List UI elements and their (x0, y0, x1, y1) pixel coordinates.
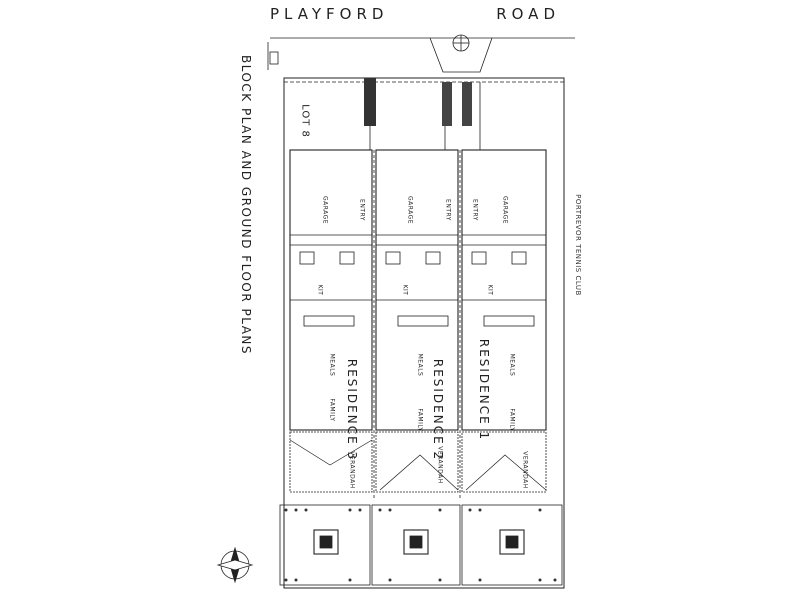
room-kit-1: KIT (486, 284, 494, 296)
room-kit-3: KIT (316, 284, 324, 296)
room-verandah-1: VERANDAH (521, 451, 529, 489)
room-kit-2: KIT (401, 284, 409, 296)
site-boundary (283, 77, 565, 589)
crossover-hatch (364, 78, 376, 126)
residence-2-outline (375, 149, 459, 431)
crossover-hatch (442, 82, 452, 126)
meter-box (269, 51, 279, 65)
room-verandah-2: VERANDAH (436, 446, 444, 484)
room-meals-1: MEALS (508, 353, 516, 377)
residence-1-outline (461, 149, 547, 431)
road-name-word: PLAYFORD (270, 5, 389, 23)
lot-label: LOT 8 (299, 104, 311, 138)
room-garage-2: GARAGE (406, 195, 414, 225)
room-meals-2: MEALS (416, 353, 424, 377)
crossover-hatch (462, 82, 472, 126)
room-verandah-3: VERANDAH (348, 451, 356, 489)
room-entry-1: ENTRY (471, 199, 479, 221)
room-garage-1: GARAGE (501, 195, 509, 225)
room-entry-3: ENTRY (358, 199, 366, 221)
room-meals-3: MEALS (328, 353, 336, 377)
room-garage-3: GARAGE (321, 195, 329, 225)
room-family-2: FAMILY (416, 408, 424, 432)
room-entry-2: ENTRY (444, 199, 452, 221)
rear-courtyard-3 (279, 504, 371, 586)
rear-courtyard-1 (461, 504, 563, 586)
residence-3-label: RESIDENCE 3 (345, 358, 359, 462)
plan-title: BLOCK PLAN AND GROUND FLOOR PLANS (239, 54, 253, 356)
residence-1-label: RESIDENCE 1 (477, 338, 491, 442)
room-family-1: FAMILY (508, 408, 516, 432)
road-name-label: PLAYFORD ROAD (270, 5, 560, 25)
residence-3-outline (289, 149, 373, 431)
neighbour-label: PORTREVOR TENNIS CLUB (574, 194, 582, 296)
footpath-crossover (429, 37, 493, 73)
room-family-3: FAMILY (328, 398, 336, 422)
rear-courtyard-2 (371, 504, 461, 586)
road-name-word: ROAD (496, 5, 560, 23)
